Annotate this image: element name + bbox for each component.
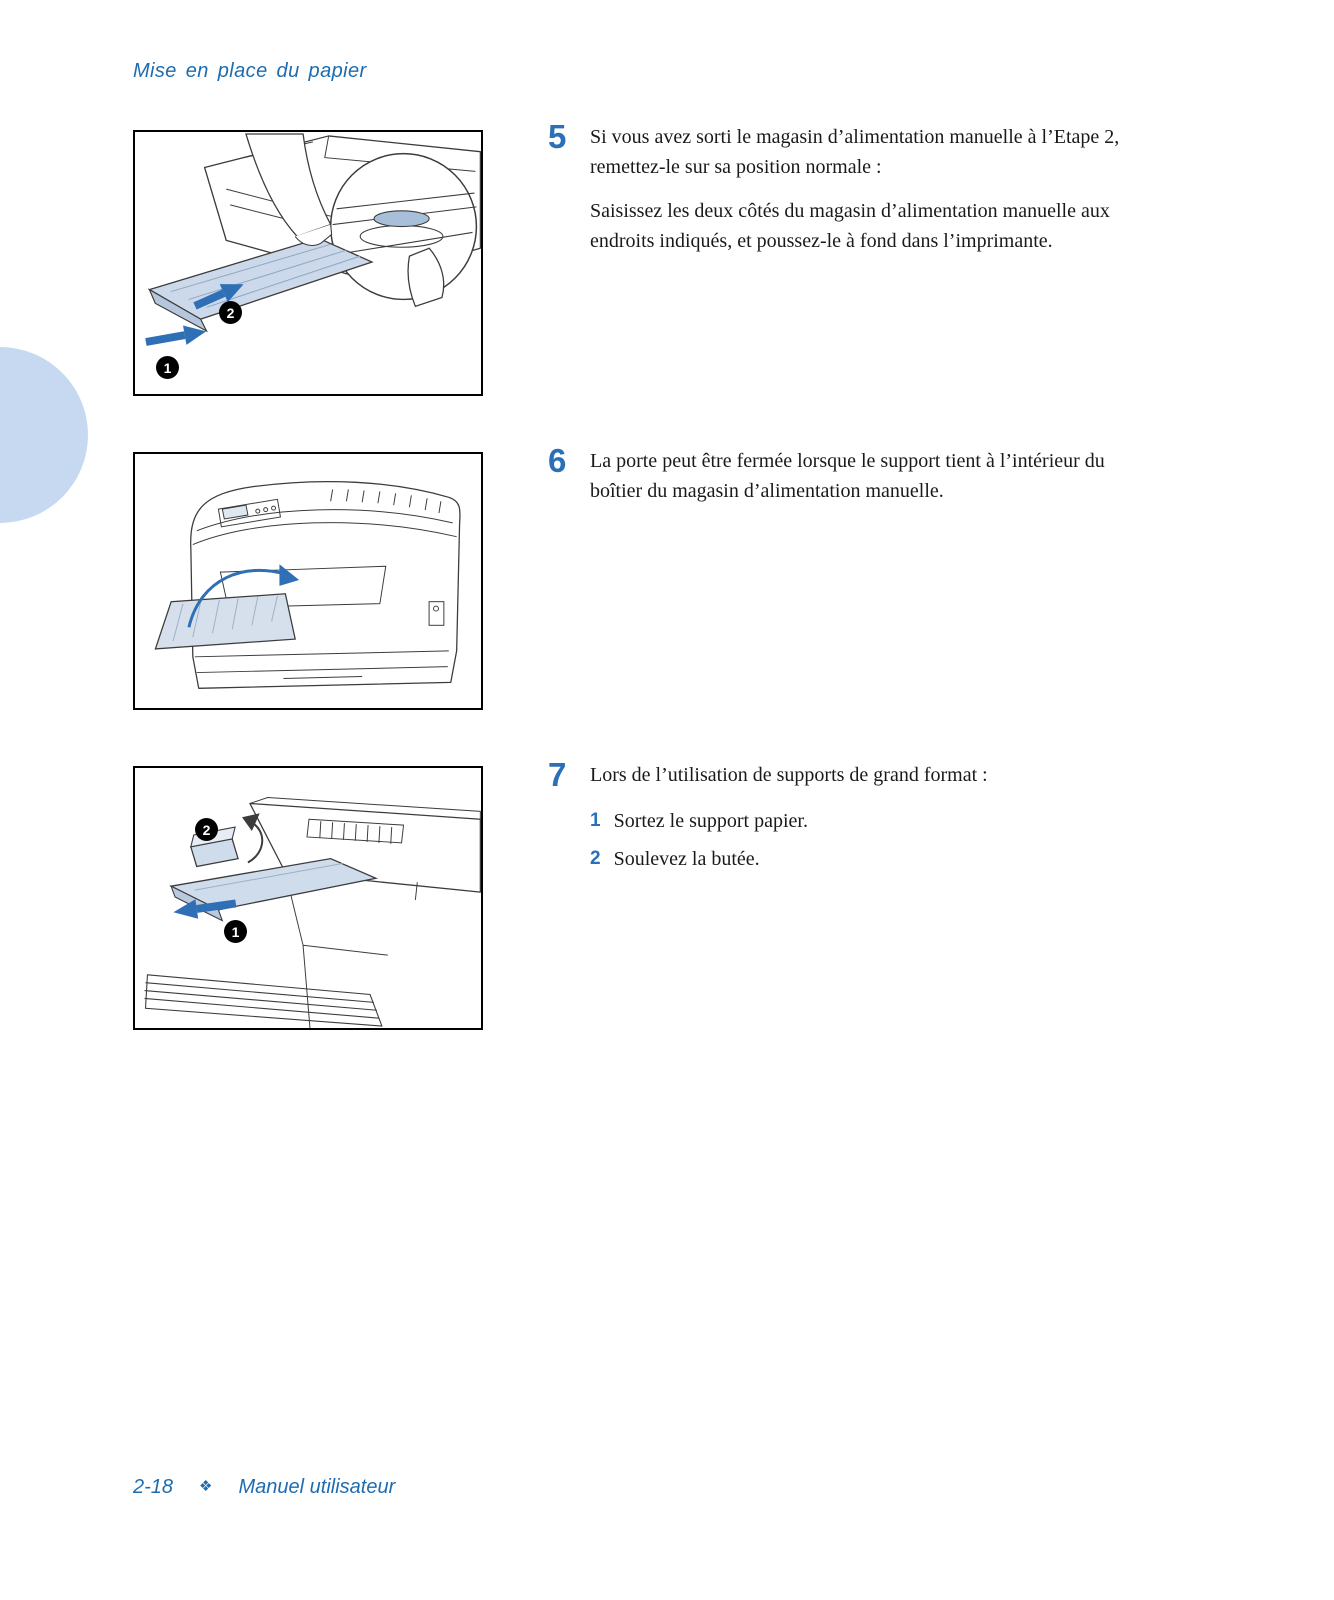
step-paragraph: Si vous avez sorti le magasin d’alimenta… (590, 126, 1120, 178)
substep-1: 1 Sortez le support papier. (590, 806, 1130, 836)
margin-decoration-circle (0, 347, 88, 523)
step-number: 6 (548, 442, 567, 479)
figure-insert-manual-feed-tray: 2 1 (133, 130, 483, 396)
printer-push-tray-illustration (145, 133, 481, 346)
callout-badge-1: 1 (156, 356, 179, 379)
figure-close-manual-feed-door (133, 452, 483, 710)
step-7: 7 Lors de l’utilisation de supports de g… (548, 756, 1130, 874)
page-footer: 2-18 ❖ Manuel utilisateur (133, 1476, 395, 1499)
substep-text: Soulevez la butée. (613, 848, 760, 870)
substep-number: 1 (590, 810, 601, 831)
step-number: 5 (548, 118, 567, 155)
diamond-icon: ❖ (199, 1478, 213, 1495)
callout-badge-1: 1 (224, 920, 247, 943)
step-text: Si vous avez sorti le magasin d’alimenta… (590, 122, 1130, 256)
printer-front-door-illustration (154, 480, 461, 689)
step-text: La porte peut être fermée lorsque le sup… (590, 446, 1130, 506)
substep-text: Sortez le support papier. (613, 810, 808, 832)
footer-title: Manuel utilisateur (238, 1476, 396, 1498)
step-number: 7 (548, 756, 567, 793)
footer-page-number: 2-18 (133, 1476, 174, 1498)
step-5: 5 Si vous avez sorti le magasin d’alimen… (548, 118, 1130, 256)
step-paragraph: La porte peut être fermée lorsque le sup… (590, 450, 1105, 502)
substep-list: 1 Sortez le support papier. 2 Soulevez l… (590, 806, 1130, 874)
callout-badge-2: 2 (195, 818, 218, 841)
figure-paper-support-stopper: 2 1 (133, 766, 483, 1030)
section-title: Mise en place du papier (133, 60, 367, 82)
page-header: Mise en place du papier (133, 60, 367, 83)
step-text: Lors de l’utilisation de supports de gra… (590, 760, 1130, 874)
substep-number: 2 (590, 848, 601, 869)
callout-badge-2: 2 (219, 301, 242, 324)
step-6: 6 La porte peut être fermée lorsque le s… (548, 442, 1130, 506)
printer-paper-support-illustration (144, 797, 481, 1028)
substep-2: 2 Soulevez la butée. (590, 844, 1130, 874)
step-paragraph: Lors de l’utilisation de supports de gra… (590, 764, 988, 786)
step-paragraph: Saisissez les deux côtés du magasin d’al… (590, 200, 1110, 252)
